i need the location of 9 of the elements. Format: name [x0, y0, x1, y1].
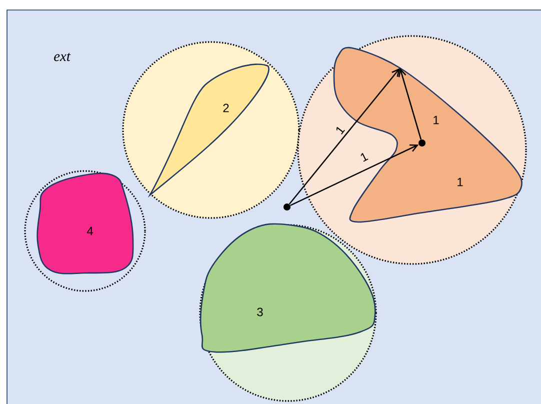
- edge-label: 1: [336, 126, 345, 134]
- point-dot: [418, 140, 426, 146]
- edge-label: 1: [434, 116, 439, 124]
- point-dot: [284, 204, 290, 210]
- arrow: [288, 68, 400, 205]
- arrow: [290, 144, 419, 206]
- arrow: [398, 68, 422, 140]
- region-label: ext: [54, 52, 71, 62]
- edge-label: 1: [360, 152, 368, 162]
